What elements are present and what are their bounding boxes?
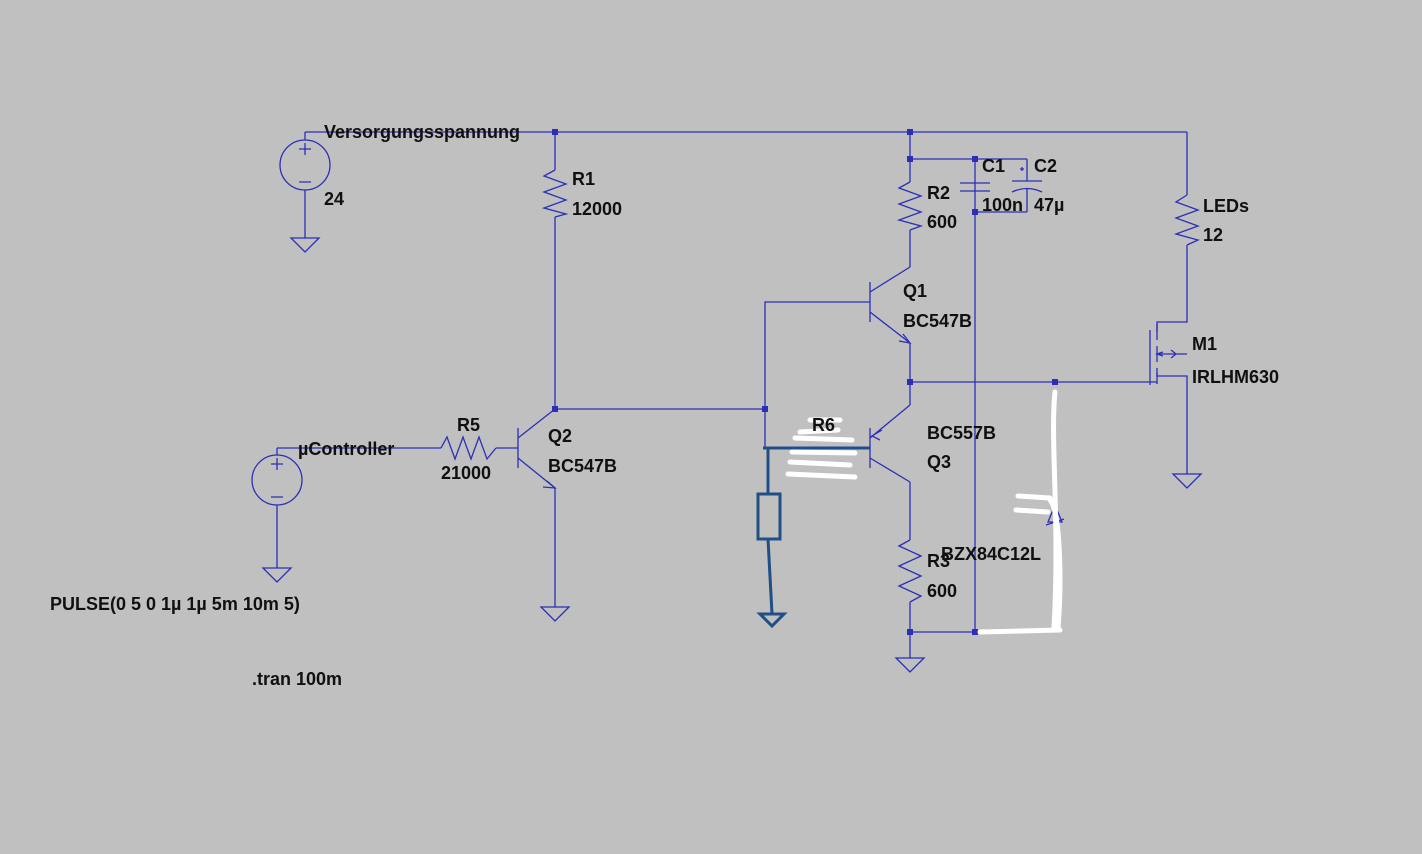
- junction-nodes: [552, 129, 1058, 635]
- mosfet-m1: [1149, 324, 1187, 385]
- ground-v2: [261, 567, 293, 583]
- resistor-r3: [897, 539, 923, 603]
- voltage-source-supply: [279, 139, 331, 191]
- label-v-supply: 24: [324, 189, 344, 209]
- transistor-q3: [869, 404, 911, 483]
- label-q2-name: Q2: [548, 426, 572, 446]
- hand-drawn-wire-ground: [766, 538, 774, 615]
- wire-leds-to-drain: [1156, 245, 1188, 332]
- capacitor-c1: [960, 182, 990, 192]
- label-r3-name: R3: [927, 551, 950, 571]
- node-q1-base: [762, 406, 768, 412]
- label-v-controller: PULSE(0 5 0 1µ 1µ 5m 10m 5): [50, 594, 300, 614]
- label-c1-name: C1: [982, 156, 1005, 176]
- ground-v1: [289, 237, 321, 253]
- resistor-leds: [1173, 194, 1200, 246]
- node-r2-c: [907, 156, 913, 162]
- label-directive: .tran 100m: [252, 669, 342, 689]
- label-q1-model: BC547B: [903, 311, 972, 331]
- ground-m1: [1171, 473, 1203, 489]
- resistor-r1: [541, 169, 569, 218]
- ground-r3: [894, 657, 926, 673]
- label-r1-name: R1: [572, 169, 595, 189]
- node-c1-bottom: [972, 209, 978, 215]
- label-net-controller: µController: [298, 439, 394, 459]
- label-c1-value: 100n: [982, 195, 1023, 215]
- label-leds-name: LEDs: [1203, 196, 1249, 216]
- label-q2-model: BC547B: [548, 456, 617, 476]
- wires: [276, 131, 1188, 658]
- label-r5-name: R5: [457, 415, 480, 435]
- hand-drawn-resistor-r6: [756, 492, 782, 541]
- label-r2-value: 600: [927, 212, 957, 232]
- node-r1-top: [552, 129, 558, 135]
- erase-scribbles: [785, 389, 1063, 635]
- wire-source: [1156, 373, 1188, 474]
- label-r2-name: R2: [927, 183, 950, 203]
- label-zener-model: BZX84C12L: [941, 544, 1041, 564]
- resistor-r5: [440, 435, 497, 461]
- voltage-source-controller: [251, 454, 303, 506]
- text-labels: Versorgungsspannung 24 µController PULSE…: [50, 122, 1279, 689]
- wire-q1-base: [764, 301, 870, 409]
- resistors: [440, 169, 1200, 603]
- ground-q2: [539, 606, 571, 622]
- label-c2-value: 47µ: [1034, 195, 1064, 215]
- node-bottom-left: [907, 629, 913, 635]
- label-net-supply: Versorgungsspannung: [324, 122, 520, 142]
- hand-drawn-r6: [756, 446, 870, 629]
- node-bottom-right: [972, 629, 978, 635]
- node-r2-top: [907, 129, 913, 135]
- label-r6-name: R6: [812, 415, 835, 435]
- label-m1-name: M1: [1192, 334, 1217, 354]
- capacitor-c2: [1011, 159, 1043, 212]
- label-q3-model: BC557B: [927, 423, 996, 443]
- label-r5-value: 21000: [441, 463, 491, 483]
- hand-drawn-ground: [756, 612, 788, 629]
- transistor-q2: [517, 408, 557, 489]
- label-m1-model: IRLHM630: [1192, 367, 1279, 387]
- label-r1-value: 12000: [572, 199, 622, 219]
- ground-symbols: [261, 237, 1203, 673]
- label-c2-name: C2: [1034, 156, 1057, 176]
- transistor-q1: [869, 266, 912, 344]
- node-gate: [1052, 379, 1058, 385]
- label-q3-name: Q3: [927, 452, 951, 472]
- label-q1-name: Q1: [903, 281, 927, 301]
- resistor-r2: [896, 181, 924, 231]
- node-emitter: [907, 379, 913, 385]
- label-r3-value: 600: [927, 581, 957, 601]
- capacitors: [960, 159, 1043, 212]
- label-leds-value: 12: [1203, 225, 1223, 245]
- node-c1-top: [972, 156, 978, 162]
